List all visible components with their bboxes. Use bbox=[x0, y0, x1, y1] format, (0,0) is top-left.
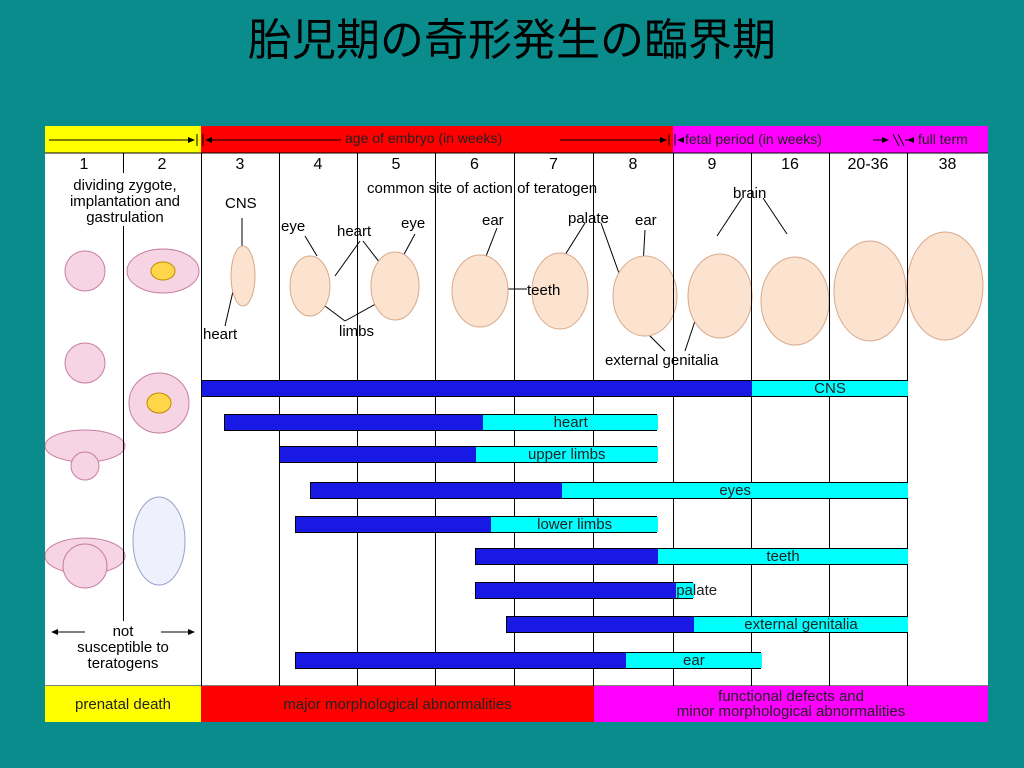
less-sensitive-segment bbox=[562, 483, 908, 498]
period-bar-upper-limbs: upper limbs bbox=[279, 446, 658, 463]
period-bar-label: ear bbox=[683, 652, 705, 669]
highly-sensitive-segment bbox=[295, 653, 626, 668]
highly-sensitive-segment bbox=[280, 447, 476, 462]
label-teeth: teeth bbox=[527, 282, 561, 299]
less-sensitive-segment bbox=[491, 517, 658, 532]
outcome-prenatal-death: prenatal death bbox=[45, 686, 201, 722]
period-bar-lower-limbs: lower limbs bbox=[294, 516, 658, 533]
embryo-band-label: age of embryo (in weeks) bbox=[345, 130, 503, 146]
week-number: 38 bbox=[938, 156, 957, 173]
period-bar-label: lower limbs bbox=[537, 516, 613, 533]
less-sensitive-segment bbox=[475, 447, 658, 462]
outcome-major-abnormalities: major morphological abnormalities bbox=[201, 686, 594, 722]
period-bar-eyes: eyes bbox=[310, 482, 908, 499]
period-bar-label: CNS bbox=[814, 380, 846, 397]
period-bar-teeth: teeth bbox=[474, 548, 908, 565]
period-bar-label: upper limbs bbox=[527, 446, 606, 463]
less-sensitive-segment bbox=[752, 381, 908, 396]
label-limbs: limbs bbox=[339, 323, 375, 340]
week-number: 2 bbox=[157, 156, 167, 173]
week-column-divider bbox=[123, 153, 124, 173]
label-eye-week5: eye bbox=[401, 215, 426, 232]
week1-2-divider-lower bbox=[123, 226, 124, 621]
week-number: 4 bbox=[313, 156, 323, 173]
week-column-divider bbox=[673, 153, 674, 686]
not-susceptible-note: not susceptible to teratogens bbox=[77, 623, 169, 672]
week-number: 20-36 bbox=[847, 156, 889, 173]
highly-sensitive-segment bbox=[475, 549, 658, 564]
common-site-note: common site of action of teratogen bbox=[367, 180, 598, 197]
period-bar-palate: palate bbox=[474, 582, 718, 599]
full-term-label: full term bbox=[918, 131, 968, 147]
period-bar-label: external genitalia bbox=[744, 616, 858, 633]
period-bar-heart: heart bbox=[224, 414, 658, 431]
label-heart-week4: heart bbox=[337, 223, 372, 240]
outcome-functional-defects: functional defects and minor morphologic… bbox=[594, 686, 988, 722]
period-bar-ear: ear bbox=[294, 652, 762, 669]
slide-title: 胎児期の奇形発生の臨界期 bbox=[248, 15, 776, 66]
period-bar-label: palate bbox=[676, 582, 718, 599]
highly-sensitive-segment bbox=[507, 617, 695, 632]
week-number: 3 bbox=[235, 156, 245, 173]
week-column-divider bbox=[829, 153, 830, 686]
label-ear-week8: ear bbox=[635, 212, 657, 229]
highly-sensitive-segment bbox=[311, 483, 563, 498]
period-bar-label: teeth bbox=[766, 548, 800, 565]
period-bar-label: eyes bbox=[719, 482, 752, 499]
week-number: 7 bbox=[549, 156, 558, 173]
week-column-divider bbox=[751, 153, 752, 686]
fetal-band-label: fetal period (in weeks) bbox=[685, 131, 822, 147]
less-sensitive-segment bbox=[625, 653, 762, 668]
week-number: 9 bbox=[707, 156, 717, 173]
week-number: 1 bbox=[79, 156, 89, 173]
label-heart-week3: heart bbox=[203, 326, 238, 343]
critical-period-chart: age of embryo (in weeks) fetal period (i… bbox=[45, 126, 988, 722]
highly-sensitive-segment bbox=[202, 381, 752, 396]
label-eye-week4: eye bbox=[281, 218, 306, 235]
week-column-divider bbox=[907, 153, 908, 686]
period-bar-CNS: CNS bbox=[201, 380, 908, 397]
label-cns: CNS bbox=[225, 195, 257, 212]
label-brain: brain bbox=[733, 185, 767, 202]
less-sensitive-segment bbox=[658, 549, 908, 564]
band-fetal-period bbox=[673, 126, 988, 153]
week-number: 16 bbox=[781, 156, 799, 173]
highly-sensitive-segment bbox=[225, 415, 484, 430]
week-number: 5 bbox=[391, 156, 401, 173]
label-palate: palate bbox=[568, 210, 609, 227]
less-sensitive-segment bbox=[676, 583, 695, 598]
highly-sensitive-segment bbox=[475, 583, 677, 598]
period-bar-external-genitalia: external genitalia bbox=[506, 616, 908, 633]
week-number: 8 bbox=[628, 156, 638, 173]
less-sensitive-segment bbox=[694, 617, 908, 632]
week-column-divider bbox=[201, 153, 202, 686]
label-ear-week6: ear bbox=[482, 212, 504, 229]
less-sensitive-segment bbox=[483, 415, 658, 430]
early-stage-note: dividing zygote, implantation and gastru… bbox=[69, 177, 181, 226]
chart-lines bbox=[45, 133, 988, 687]
period-bar-label: heart bbox=[553, 414, 588, 431]
label-external-genitalia: external genitalia bbox=[605, 352, 719, 369]
week-number: 6 bbox=[470, 156, 479, 173]
highly-sensitive-segment bbox=[295, 517, 492, 532]
